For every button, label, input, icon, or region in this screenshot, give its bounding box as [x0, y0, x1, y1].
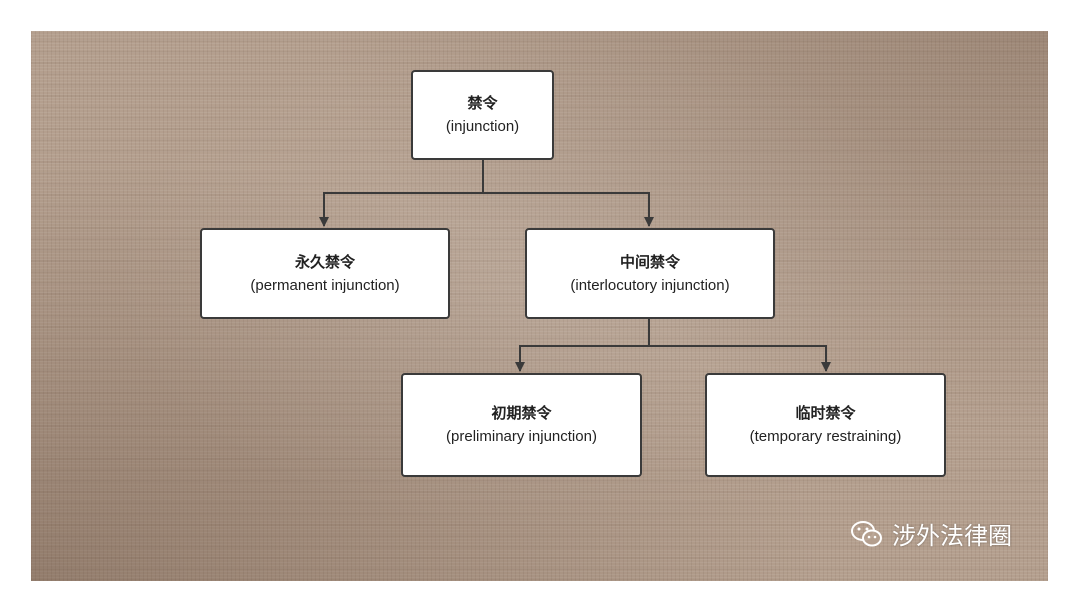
node-label-en: (interlocutory injunction) [570, 276, 730, 294]
wechat-icon [851, 520, 882, 546]
node-label-en: (temporary restraining) [749, 428, 902, 445]
edge-root-perm [319, 160, 484, 227]
watermark: 涉外法律圈 [850, 516, 1012, 551]
node-preliminary-injunction: 初期禁令 (preliminary injunction) [401, 373, 642, 477]
edge-inter-temp [649, 345, 831, 372]
node-injunction: 禁令 (injunction) [411, 70, 554, 160]
node-permanent-injunction: 永久禁令 (permanent injunction) [200, 228, 450, 319]
node-label-zh: 禁令 [467, 94, 498, 112]
watermark-text: 涉外法律圈 [892, 522, 1012, 550]
node-label-zh: 中间禁令 [619, 252, 680, 271]
node-label-en: (permanent injunction) [250, 276, 400, 294]
node-label-en: (preliminary injunction) [446, 428, 597, 445]
node-label-en: (injunction) [445, 118, 520, 135]
connector-lines [319, 160, 831, 372]
node-label-zh: 临时禁令 [795, 404, 856, 422]
edge-inter-prelim [515, 319, 650, 372]
edge-root-inter [483, 192, 654, 227]
node-interlocutory-injunction: 中间禁令 (interlocutory injunction) [525, 228, 775, 319]
node-temporary-restraining: 临时禁令 (temporary restraining) [705, 373, 946, 477]
node-label-zh: 永久禁令 [294, 252, 355, 271]
node-label-zh: 初期禁令 [491, 404, 552, 422]
diagram-canvas: 禁令 (injunction) 永久禁令 (permanent injuncti… [31, 31, 1048, 581]
